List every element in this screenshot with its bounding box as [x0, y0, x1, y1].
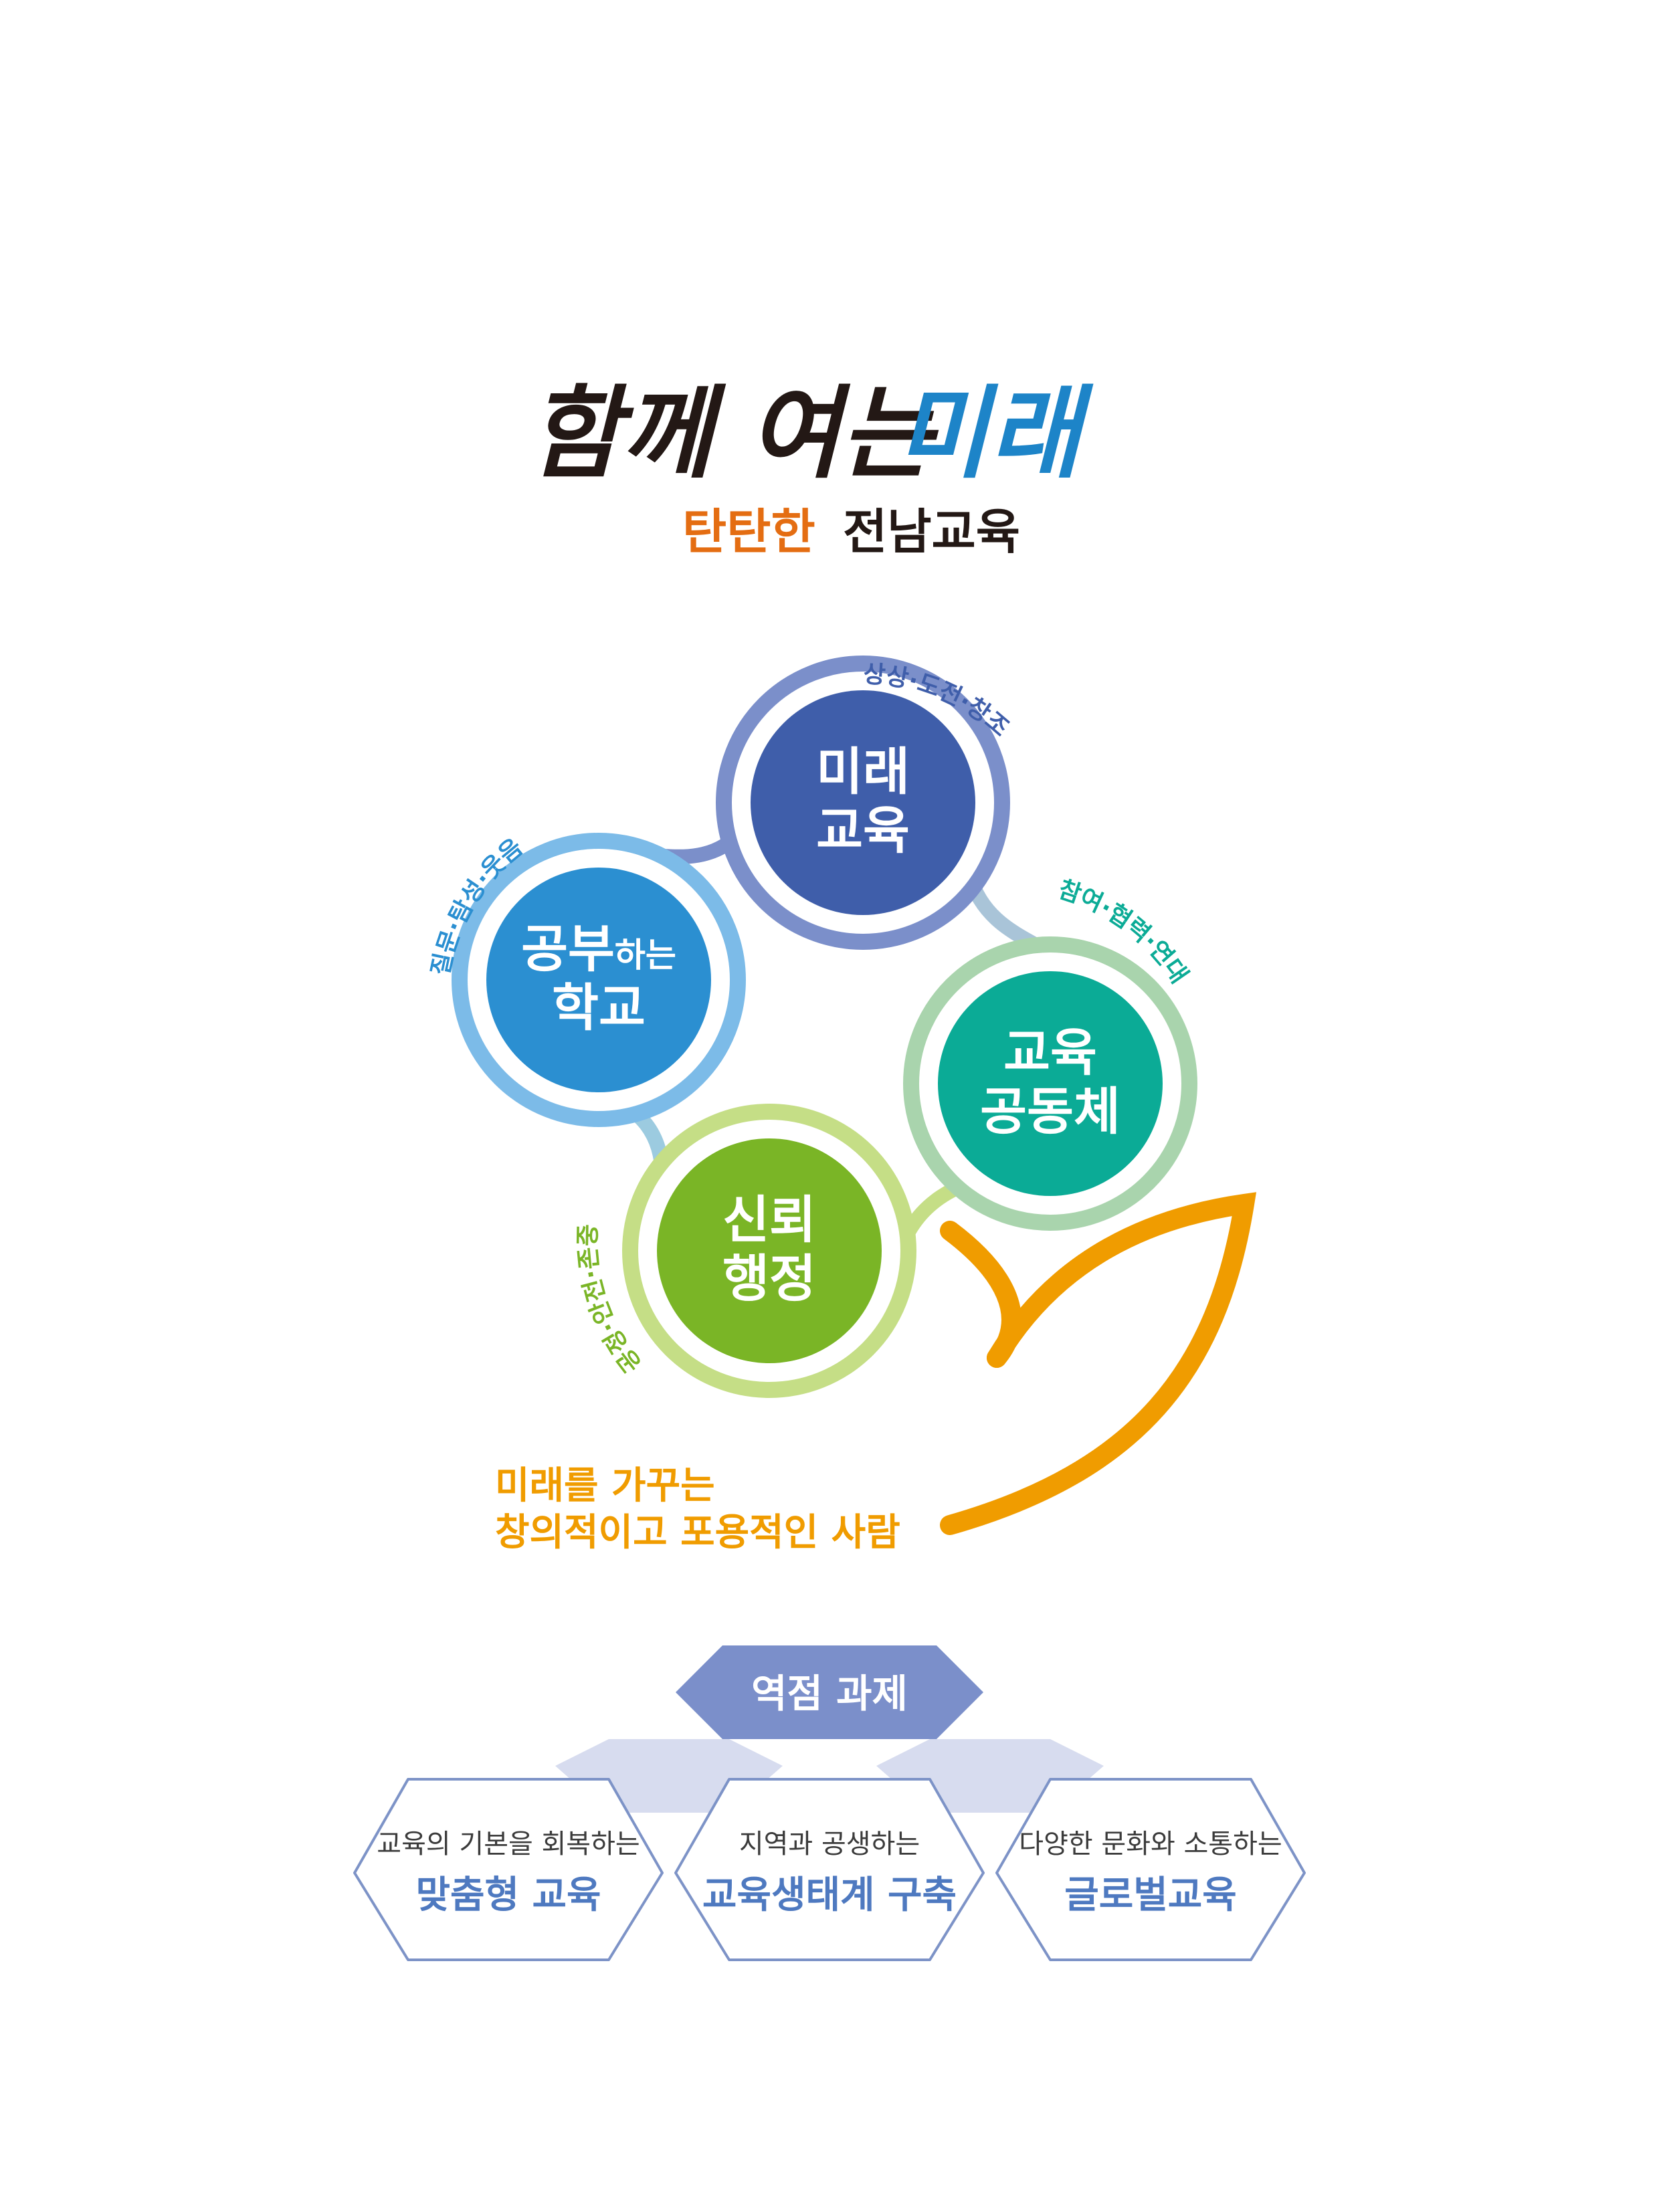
circle-school-line2: 학교 — [552, 978, 646, 1037]
circle-community: 교육 공동체 참여·협력·연대 — [911, 876, 1193, 1223]
task-item-1-shape — [355, 1779, 662, 1960]
leaf-right-stroke — [950, 1204, 1244, 1525]
circle-trust-line1: 신뢰 — [722, 1190, 816, 1249]
slogan-sub-highlight: 탄탄한 — [682, 504, 815, 560]
circle-trust: 신뢰 행정 공정·안전·존중 — [575, 1112, 908, 1390]
circle-future-line1: 미래 — [816, 742, 910, 801]
circle-community-line2: 공동체 — [980, 1082, 1120, 1141]
task-item-1-sub: 교육의 기본을 회복하는 — [377, 1829, 640, 1859]
task-item-1-title: 맞춤형 교육 — [415, 1874, 601, 1917]
task-item-2: 지역과 공생하는 교육생태계 구축 — [676, 1779, 983, 1960]
task-item-3-sub: 다양한 문화와 소통하는 — [1019, 1829, 1282, 1859]
task-item-3: 다양한 문화와 소통하는 글로벌교육 — [997, 1779, 1304, 1960]
circle-school: 공부하는 학교 질문·탐성·웃음 — [427, 833, 738, 1119]
task-item-3-title: 글로벌교육 — [1064, 1874, 1237, 1917]
circle-community-line1: 교육 — [1003, 1023, 1097, 1082]
person-text: 미래를 가꾸는 창의적이고 포용적인 사람 — [495, 1464, 900, 1554]
leaf-stem-icon — [950, 1204, 1244, 1525]
task-item-2-title: 교육생태계 구축 — [702, 1874, 957, 1917]
circle-trust-line2: 행정 — [722, 1249, 816, 1308]
circle-school-line1-big: 공부 — [521, 919, 615, 979]
task-item-2-sub: 지역과 공생하는 — [739, 1829, 920, 1859]
tasks-header-text: 역점 과제 — [751, 1671, 908, 1716]
person-line1: 미래를 가꾸는 — [495, 1464, 715, 1508]
slogan-sub-rest: 전남교육 — [843, 504, 1020, 560]
task-item-1: 교육의 기본을 회복하는 맞춤형 교육 — [355, 1779, 662, 1960]
circle-future-line2: 교육 — [816, 801, 910, 860]
slogan: 함께 여는 미래 탄탄한 전남교육 — [528, 375, 1094, 560]
person-line2: 창의적이고 포용적인 사람 — [495, 1511, 900, 1554]
circle-future: 미래 교육 상상·도전·창조 — [724, 661, 1014, 942]
slogan-part1: 함께 여는 — [528, 375, 939, 492]
task-item-3-shape — [997, 1779, 1304, 1960]
slogan-part2: 미래 — [896, 375, 1094, 492]
task-item-2-shape — [676, 1779, 983, 1960]
circle-school-line1-small: 하는 — [615, 936, 676, 975]
